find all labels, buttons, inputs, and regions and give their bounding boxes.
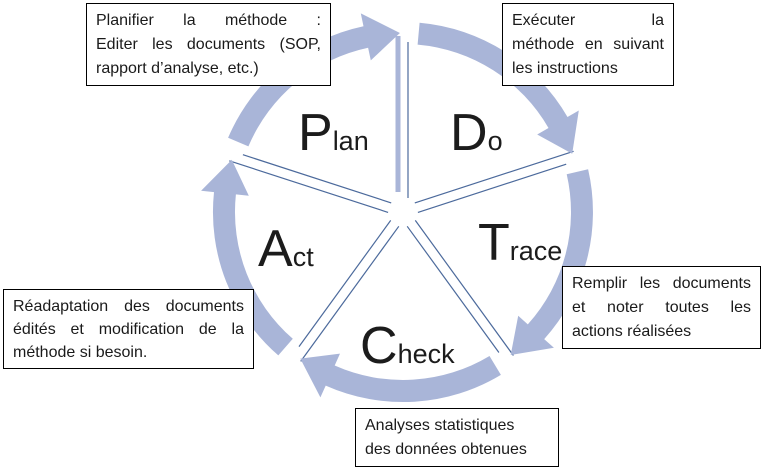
- segment-rest: o: [487, 126, 503, 156]
- sector-divider-line: [406, 225, 500, 353]
- callout-line: et noter toutes les: [572, 299, 751, 316]
- callout-line: édités et modification de la: [13, 321, 244, 338]
- sector-divider-line: [417, 163, 567, 213]
- segment-initial: T: [478, 214, 510, 272]
- callout-do: Exécuter la méthode en suivant les instr…: [502, 3, 674, 86]
- sector-divider-line: [229, 160, 389, 213]
- callout-act: Réadaptation des documents édités et mod…: [3, 289, 254, 369]
- callout-line: Editer les documents (SOP,: [96, 36, 321, 53]
- segment-initial: D: [450, 104, 488, 162]
- callout-line: Planifier la méthode :: [96, 12, 321, 29]
- cycle-arrow-segment: [228, 13, 400, 147]
- segment-rest: heck: [397, 339, 455, 369]
- sector-divider-line: [300, 225, 400, 362]
- sector-divider-line: [298, 220, 392, 347]
- callout-plan: Planifier la méthode : Editer les docume…: [86, 3, 331, 86]
- callout-line: Analyses statistiques: [365, 417, 515, 434]
- cycle-arrow-segment: [510, 169, 593, 355]
- callout-line: Remplir les documents: [572, 275, 751, 292]
- callout-trace: Remplir les documents et noter toutes le…: [562, 266, 761, 349]
- callout-line: Exécuter la: [512, 12, 664, 29]
- segment-initial: P: [298, 104, 333, 162]
- sector-divider-line: [242, 154, 392, 204]
- callout-line: actions réalisées: [572, 323, 692, 340]
- segment-label-plan: Plan: [298, 107, 369, 167]
- cycle-arrow-segment: [201, 159, 293, 356]
- callout-line: des données obtenues: [365, 441, 527, 458]
- segment-label-trace: Trace: [478, 217, 562, 277]
- cycle-arrow-segment: [300, 353, 501, 403]
- segment-rest: ct: [292, 242, 314, 272]
- callout-check: Analyses statistiques des données obtenu…: [355, 408, 559, 467]
- callout-line: les instructions: [512, 60, 618, 77]
- callout-line: rapport d’analyse, etc.): [96, 60, 259, 77]
- segment-label-act: Act: [258, 223, 314, 283]
- segment-rest: race: [509, 236, 563, 266]
- callout-line: méthode si besoin.: [13, 344, 148, 361]
- callout-line: Réadaptation des documents: [13, 298, 244, 315]
- cycle-arrow-segment: [417, 22, 579, 154]
- segment-initial: C: [360, 317, 398, 375]
- segment-initial: A: [258, 220, 293, 278]
- sector-divider-line: [414, 150, 574, 204]
- segment-rest: lan: [332, 126, 369, 156]
- callout-line: méthode en suivant: [512, 36, 664, 53]
- segment-label-check: Check: [360, 320, 455, 380]
- segment-label-do: Do: [450, 107, 503, 167]
- sector-divider-line: [414, 220, 514, 356]
